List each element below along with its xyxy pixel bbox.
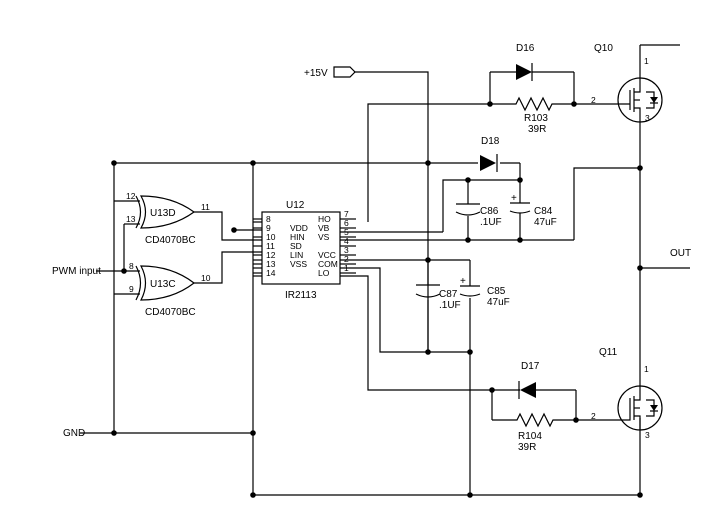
u12-right-pin-number: 4 xyxy=(344,236,349,246)
gate-u13d-pin-a: 12 xyxy=(126,191,136,201)
u12-left-pin-number: 14 xyxy=(266,268,276,278)
diode-d16: D16 xyxy=(490,43,574,81)
transistor-q10-pin2: 2 xyxy=(591,95,596,105)
transistor-q11: Q11 1 2 3 xyxy=(591,347,663,440)
resistor-r104-ref: R104 xyxy=(518,431,542,442)
transistor-q11-ref: Q11 xyxy=(599,347,618,358)
transistor-q10-ref: Q10 xyxy=(594,43,613,54)
transistor-q10-pin3: 3 xyxy=(645,113,650,123)
transistor-q11-pin3: 3 xyxy=(645,430,650,440)
u12-part: IR2113 xyxy=(285,290,317,301)
u12-left-pin-number: 13 xyxy=(266,259,276,269)
u12-left-pin-name: VDD xyxy=(290,223,308,233)
u12-right-pin-number: 6 xyxy=(344,218,349,228)
gate-u13c-part: CD4070BC xyxy=(145,307,196,318)
u12-left-pin-number: 8 xyxy=(266,214,271,224)
u12-right-pin-number: 1 xyxy=(344,263,349,273)
pwm-input-label: PWM input xyxy=(52,266,101,277)
gnd-label: GND xyxy=(63,428,85,439)
u12-right-pin-name: VS xyxy=(318,232,330,242)
capacitor-c84-value: 47uF xyxy=(534,217,557,228)
resistor-r103-ref: R103 xyxy=(524,113,548,124)
diode-d18: D18 xyxy=(480,136,500,172)
resistor-r103-value: 39R xyxy=(528,124,546,135)
u12-right-pin-number: 7 xyxy=(344,209,349,219)
u12-left-pin-name: LIN xyxy=(290,250,303,260)
gate-u13d-ref: U13D xyxy=(150,208,176,219)
capacitor-c84-plus: + xyxy=(511,193,517,204)
supply-flag: +15V xyxy=(304,66,356,79)
gate-u13d-part: CD4070BC xyxy=(145,235,196,246)
diode-d16-ref: D16 xyxy=(516,43,535,54)
capacitor-c87-ref: C87 xyxy=(439,289,458,300)
u12-right-pin-number: 5 xyxy=(344,227,349,237)
capacitor-c85-value: 47uF xyxy=(487,297,510,308)
capacitor-c85-plus: + xyxy=(460,276,466,287)
gate-u13c-pin-b: 9 xyxy=(129,284,134,294)
u12-left-pin-number: 11 xyxy=(266,241,275,251)
u12-right-pin-name: VB xyxy=(318,223,330,233)
diode-d17-ref: D17 xyxy=(521,361,540,372)
capacitor-c85: + C85 47uF xyxy=(459,276,510,308)
capacitor-c86-ref: C86 xyxy=(480,206,499,217)
u12-right-pin-name: HO xyxy=(318,214,331,224)
resistor-r104-value: 39R xyxy=(518,442,536,453)
u12-left-pin-name: HIN xyxy=(290,232,305,242)
transistor-q11-pin2: 2 xyxy=(591,411,596,421)
capacitor-c87: C87 .1UF xyxy=(415,284,461,311)
u12-left-pin-name: SD xyxy=(290,241,302,251)
u12-right-pin-name: VCC xyxy=(318,250,336,260)
transistor-q10: Q10 1 2 3 xyxy=(591,43,663,123)
u12-right-pin-number: 2 xyxy=(344,254,349,264)
u12-left-pin-number: 12 xyxy=(266,250,276,260)
gate-u13c-pin-out: 10 xyxy=(201,273,211,283)
wires xyxy=(80,44,690,496)
capacitor-c84-ref: C84 xyxy=(534,206,553,217)
u12-right-pin-name: COM xyxy=(318,259,338,269)
diode-d18-ref: D18 xyxy=(481,136,500,147)
capacitor-c87-value: .1UF xyxy=(439,300,461,311)
u12-left-pin-number: 9 xyxy=(266,223,271,233)
capacitor-c85-ref: C85 xyxy=(487,286,506,297)
capacitor-c84: + C84 47uF xyxy=(509,193,557,228)
junction-dots xyxy=(111,101,643,498)
capacitor-c86: C86 .1UF xyxy=(455,203,502,228)
u12-left-pin-number: 10 xyxy=(266,232,276,242)
transistor-q10-pin1: 1 xyxy=(644,56,649,66)
transistor-q11-pin1: 1 xyxy=(644,364,649,374)
gate-u13c: U13C CD4070BC 8 9 10 xyxy=(129,261,211,318)
supply-label: +15V xyxy=(304,68,328,79)
u12-left-pin-name: VSS xyxy=(290,259,307,269)
capacitor-c86-value: .1UF xyxy=(480,217,502,228)
u12-right-pin-name: LO xyxy=(318,268,330,278)
u12-right-pin-number: 3 xyxy=(344,245,349,255)
u12-left-pins: 89 VDD 10 HIN 11 SD 12 LIN 13 VSS 14 xyxy=(253,214,308,278)
resistor-r103: R103 39R xyxy=(490,96,574,135)
gate-u13c-ref: U13C xyxy=(150,279,176,290)
u12-ref: U12 xyxy=(286,200,305,211)
gate-u13d-pin-b: 13 xyxy=(126,214,136,224)
resistor-r104: R104 39R xyxy=(492,412,576,453)
diode-d17: D17 xyxy=(492,361,576,399)
gate-u13d-pin-out: 11 xyxy=(201,202,210,212)
gate-u13c-pin-a: 8 xyxy=(129,261,134,271)
out-label: OUT xyxy=(670,248,691,259)
gate-u13d: U13D CD4070BC 12 13 11 xyxy=(126,191,210,246)
